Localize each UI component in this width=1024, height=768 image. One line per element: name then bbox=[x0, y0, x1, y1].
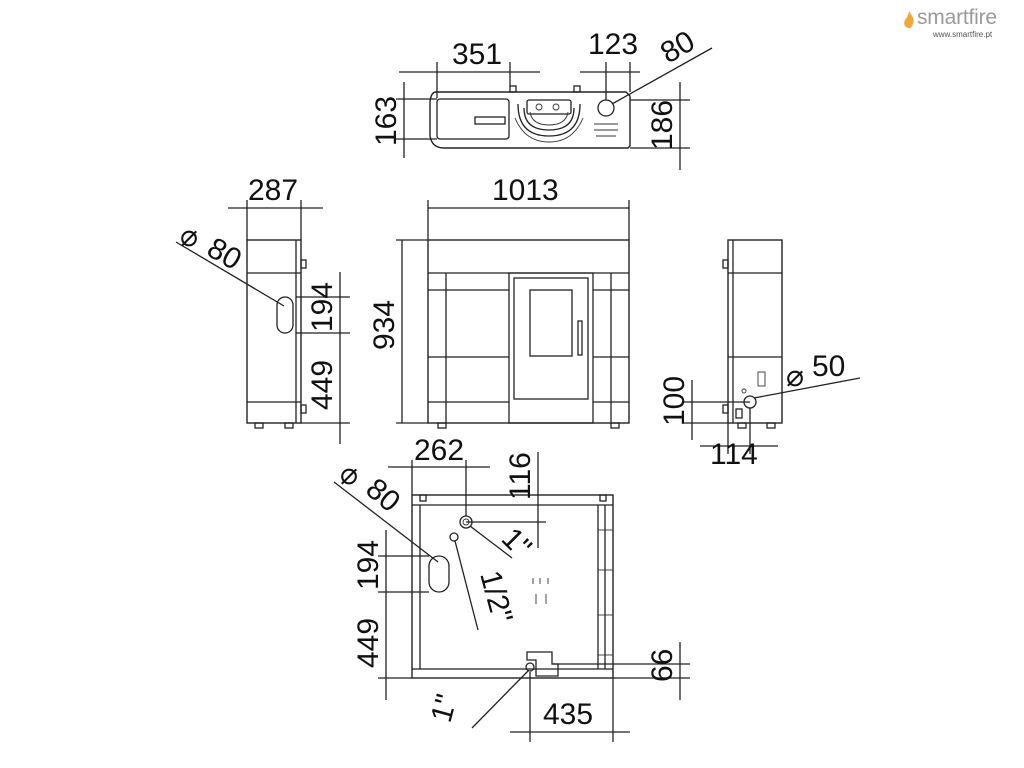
right-side-view bbox=[684, 239, 861, 454]
dia-rear-symbol: ⌀ bbox=[340, 458, 358, 491]
dim-left-194: 194 bbox=[306, 282, 339, 332]
dim-rear-194: 194 bbox=[352, 540, 385, 590]
dim-right-dia50: 50 bbox=[812, 350, 845, 383]
dim-top-351: 351 bbox=[452, 38, 502, 71]
dim-rear-449: 449 bbox=[352, 618, 385, 668]
dim-left-dia80: 80 bbox=[202, 231, 247, 276]
dim-top-186: 186 bbox=[646, 100, 679, 150]
dim-rear-dia80: 80 bbox=[360, 472, 407, 519]
dim-right-100: 100 bbox=[658, 376, 691, 426]
dim-rear-66: 66 bbox=[646, 649, 679, 682]
dia-right-symbol: ⌀ bbox=[786, 360, 804, 393]
dim-front-934: 934 bbox=[368, 300, 401, 350]
dia-left-symbol: ⌀ bbox=[180, 220, 198, 253]
dim-left-449: 449 bbox=[306, 360, 339, 410]
dim-rear-116: 116 bbox=[504, 452, 537, 500]
dim-left-287: 287 bbox=[248, 174, 298, 207]
flame-icon bbox=[904, 11, 914, 29]
dim-front-1013: 1013 bbox=[492, 174, 559, 207]
brand-name: smartfire bbox=[917, 6, 997, 29]
brand-url: www.smartfire.pt bbox=[933, 30, 993, 39]
rear-view bbox=[333, 452, 690, 742]
left-side-view bbox=[175, 200, 350, 444]
dim-right-114: 114 bbox=[710, 438, 758, 471]
top-view bbox=[396, 47, 713, 170]
dim-top-163: 163 bbox=[370, 96, 403, 146]
brand-logo: smartfire www.smartfire.pt bbox=[903, 6, 1015, 40]
front-view bbox=[396, 200, 630, 429]
dim-rear-262: 262 bbox=[414, 434, 464, 467]
dim-top-80: 80 bbox=[655, 25, 700, 70]
dim-top-123: 123 bbox=[588, 28, 638, 61]
dim-rear-1in-lower: 1" bbox=[425, 691, 464, 726]
dim-rear-435: 435 bbox=[543, 698, 593, 731]
